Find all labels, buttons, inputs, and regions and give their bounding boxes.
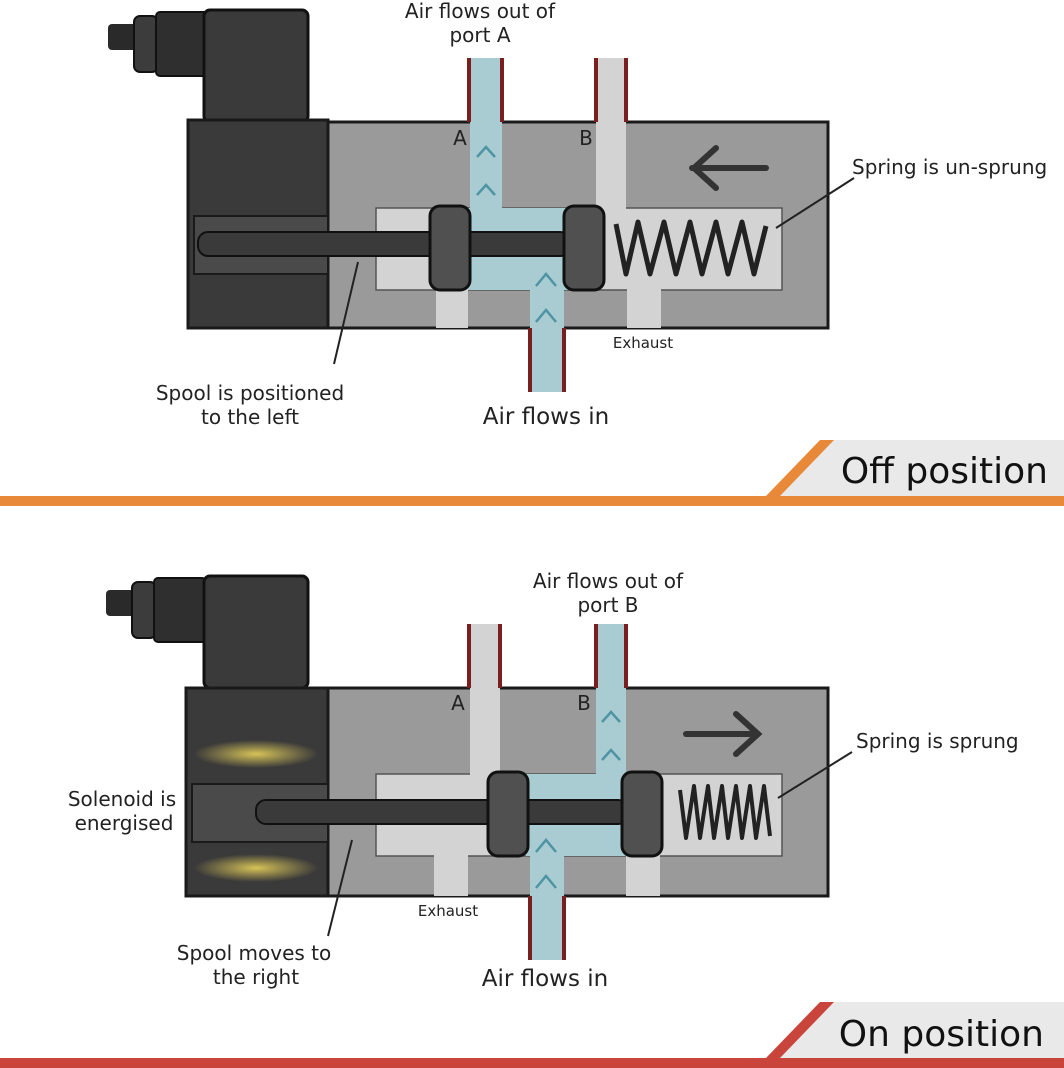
outlet-label-line1: Air flows out of bbox=[533, 569, 684, 593]
spring bbox=[678, 784, 772, 840]
connector-plug bbox=[108, 8, 310, 124]
exhaust-label: Exhaust bbox=[418, 902, 478, 920]
exhaust-channel bbox=[434, 854, 468, 896]
direction-arrow-right-icon bbox=[683, 711, 763, 757]
spring-label: Spring is un-sprung bbox=[852, 155, 1047, 179]
outlet-label-line2: port B bbox=[577, 593, 638, 617]
off-position-title: Off position bbox=[841, 451, 1048, 492]
port-a-label: A bbox=[451, 691, 465, 715]
port-a-channel bbox=[470, 122, 502, 210]
air-in-label: Air flows in bbox=[482, 966, 609, 992]
spring-leader-line bbox=[775, 177, 855, 229]
exhaust-label: Exhaust bbox=[613, 334, 673, 352]
inlet-pipe bbox=[528, 326, 566, 392]
spool-land-left bbox=[486, 770, 530, 858]
inlet-channel bbox=[530, 288, 564, 328]
spring bbox=[613, 219, 769, 277]
inlet-channel bbox=[530, 854, 564, 896]
port-b-pipe bbox=[594, 624, 628, 690]
spool-leader-line bbox=[333, 261, 359, 365]
spring-label: Spring is sprung bbox=[856, 729, 1019, 753]
spool-label-line2: the right bbox=[213, 965, 299, 989]
off-position-banner: Off position bbox=[0, 440, 1064, 506]
flow-chevrons bbox=[476, 145, 557, 323]
solenoid-label-line1: Solenoid is bbox=[68, 787, 176, 811]
inlet-pipe bbox=[528, 894, 566, 960]
on-position-title: On position bbox=[839, 1014, 1044, 1055]
port-a-channel bbox=[470, 688, 500, 776]
exhaust-channel bbox=[627, 288, 661, 328]
port-b-channel bbox=[596, 688, 626, 776]
on-position-banner: On position bbox=[0, 1002, 1064, 1068]
spool-land-left bbox=[428, 204, 472, 292]
spring-leader-line bbox=[777, 751, 853, 799]
spool-leader-line bbox=[327, 839, 353, 937]
right-exhaust-channel bbox=[626, 854, 660, 896]
port-a-label: A bbox=[453, 126, 467, 150]
on-panel: A B Air flows out of port B Spring is sp… bbox=[0, 569, 1064, 1068]
port-b-label: B bbox=[577, 691, 591, 715]
flow-chevrons bbox=[535, 710, 621, 889]
outlet-label-line2: port A bbox=[449, 23, 510, 47]
spool-label-line2: to the left bbox=[201, 405, 299, 429]
solenoid-label-line2: energised bbox=[75, 811, 174, 835]
outlet-label-line1: Air flows out of bbox=[405, 0, 556, 23]
port-b-label: B bbox=[579, 126, 593, 150]
port-a-pipe bbox=[467, 624, 502, 690]
spool-label-line1: Spool is positioned bbox=[156, 381, 344, 405]
port-b-channel bbox=[596, 122, 626, 210]
port-b-pipe bbox=[594, 58, 628, 124]
connector-plug bbox=[106, 574, 310, 690]
solenoid-glow-top bbox=[194, 740, 318, 768]
off-panel: A B Air flows out of port A Spring is un… bbox=[0, 0, 1064, 506]
spool-land-right bbox=[620, 770, 664, 858]
solenoid-glow-bottom bbox=[194, 854, 318, 882]
spool-land-right bbox=[562, 204, 606, 292]
air-in-label: Air flows in bbox=[483, 404, 610, 430]
port-a-pipe bbox=[467, 58, 504, 124]
direction-arrow-left-icon bbox=[689, 145, 769, 191]
spool-rod bbox=[197, 231, 571, 257]
spool-rod bbox=[255, 799, 629, 825]
left-exhaust-channel bbox=[436, 288, 468, 328]
spool-label-line1: Spool moves to bbox=[177, 941, 332, 965]
